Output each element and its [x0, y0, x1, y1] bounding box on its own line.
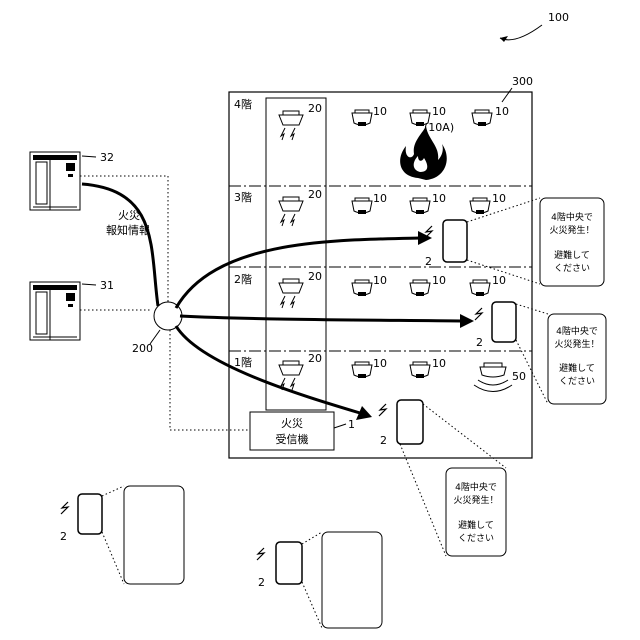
fire-receiver-ref: 1: [348, 418, 355, 431]
detector-ref-3f-b: 10: [432, 192, 446, 205]
network-link-receiver: [170, 330, 250, 430]
detector-ref-1f-b: 10: [432, 357, 446, 370]
network-node-ref: 200: [132, 342, 153, 355]
fire-detector-ref: (10A): [424, 121, 454, 134]
system-ref-label: 100: [548, 11, 569, 24]
detector-ref-3f-a: 10: [373, 192, 387, 205]
message-3f-line4: ください: [554, 263, 590, 274]
speaker-icon-4f: [279, 111, 303, 140]
detector-ref-4f-a: 10: [373, 105, 387, 118]
mobile-terminal-outside-b: [276, 542, 302, 584]
server-icon-31: [30, 282, 80, 340]
speaker-ref-2f: 20: [308, 270, 322, 283]
signal-icon-2f: [475, 308, 482, 320]
mobile-terminal-outside-a: [78, 494, 102, 534]
terminal-ref-2f: 2: [476, 336, 483, 349]
server-icon-32: [30, 152, 80, 210]
detector-ref-2f-c: 10: [492, 274, 506, 287]
message-3f-line1: 4階中央で: [551, 211, 593, 223]
fire-receiver-label-line1: 火災: [281, 417, 303, 430]
mobile-terminal-2f: [492, 302, 516, 342]
fire-info-arrow-to-2f-terminal: [180, 316, 462, 321]
speaker-ref-4f: 20: [308, 102, 322, 115]
siren-ref: 50: [512, 370, 526, 383]
message-2f-line3: 避難して: [559, 362, 595, 374]
smoke-detector-icon-3f-c: [470, 198, 490, 214]
fire-info-arrow-to-1f-terminal: [176, 326, 360, 413]
building-ref-label: 300: [512, 75, 533, 88]
arrowhead-2f: [460, 314, 474, 328]
blank-bubble-outside-b: [322, 532, 382, 628]
server-ref-31: 31: [100, 279, 114, 292]
message-3f-line2: 火災発生！: [549, 224, 594, 236]
message-3f-line3: 避難して: [554, 249, 590, 261]
smoke-detector-icon-2f-c: [470, 280, 490, 296]
fire-receiver-label-line2: 受信機: [276, 432, 309, 446]
mobile-terminal-3f: [443, 220, 467, 262]
floor-label-4: 4階: [234, 97, 252, 111]
callout-leader-outside-a-top: [102, 486, 124, 496]
callout-leader-outside-a-bottom: [102, 532, 124, 584]
terminal-ref-outside-b: 2: [258, 576, 265, 589]
smoke-detector-icon-4f-c: [472, 110, 492, 126]
callout-leader-outside-b-bottom: [302, 582, 322, 628]
floor-label-3: 3階: [234, 190, 252, 204]
message-2f-line2: 火災発生！: [554, 338, 599, 350]
flame-icon: [400, 126, 447, 180]
mobile-terminal-1f: [397, 400, 423, 444]
smoke-detector-icon-4f-a: [352, 110, 372, 126]
speaker-icon-3f: [279, 197, 303, 226]
system-ref-arrowhead: [500, 36, 508, 42]
smoke-detector-icon-3f-a: [352, 198, 372, 214]
detector-ref-2f-b: 10: [432, 274, 446, 287]
detector-ref-4f-b: 10: [432, 105, 446, 118]
terminal-ref-outside-a: 2: [60, 530, 67, 543]
building-ref-leader: [502, 88, 512, 102]
message-2f-line1: 4階中央で: [556, 325, 598, 337]
speaker-ref-1f: 20: [308, 352, 322, 365]
floor-label-1: 1階: [234, 355, 252, 369]
signal-icon-outside-b: [257, 548, 264, 560]
detector-ref-3f-c: 10: [492, 192, 506, 205]
callout-leader-outside-b-top: [302, 532, 322, 544]
smoke-detector-icon-2f-b: [410, 280, 430, 296]
speaker-ref-3f: 20: [308, 188, 322, 201]
fire-receiver-ref-leader: [334, 424, 346, 428]
smoke-detector-icon-1f-a: [352, 362, 372, 378]
message-1f-line3: 避難して: [458, 519, 494, 531]
speaker-icon-2f: [279, 279, 303, 308]
detector-ref-2f-a: 10: [373, 274, 387, 287]
server-ref-32: 32: [100, 151, 114, 164]
blank-bubble-outside-a: [124, 486, 184, 584]
callout-leader-1f-left: [400, 444, 446, 556]
floor-label-2: 2階: [234, 272, 252, 286]
fire-info-label-line2: 報知情報: [106, 223, 150, 237]
smoke-detector-icon-1f-b: [410, 362, 430, 378]
network-node-ref-leader: [150, 330, 160, 344]
smoke-detector-icon-3f-b: [410, 198, 430, 214]
signal-icon-1f: [379, 404, 386, 416]
message-1f-line4: ください: [458, 533, 494, 544]
detector-ref-4f-c: 10: [495, 105, 509, 118]
signal-icon-3f: [425, 226, 432, 238]
server-ref-31-leader: [82, 284, 96, 285]
message-1f-line2: 火災発生！: [453, 494, 498, 506]
message-2f-line4: ください: [559, 376, 595, 387]
message-1f-line1: 4階中央で: [455, 481, 497, 493]
terminal-ref-1f: 2: [380, 434, 387, 447]
fire-info-flow-from-server: [82, 184, 158, 306]
signal-icon-outside-a: [61, 502, 68, 514]
terminal-ref-3f: 2: [425, 255, 432, 268]
speaker-icon-1f: [279, 361, 303, 390]
siren-icon: [474, 363, 512, 392]
server-ref-32-leader: [82, 156, 96, 157]
fire-info-arrow-to-3f-terminal: [176, 238, 420, 308]
detector-ref-1f-a: 10: [373, 357, 387, 370]
smoke-detector-icon-2f-a: [352, 280, 372, 296]
